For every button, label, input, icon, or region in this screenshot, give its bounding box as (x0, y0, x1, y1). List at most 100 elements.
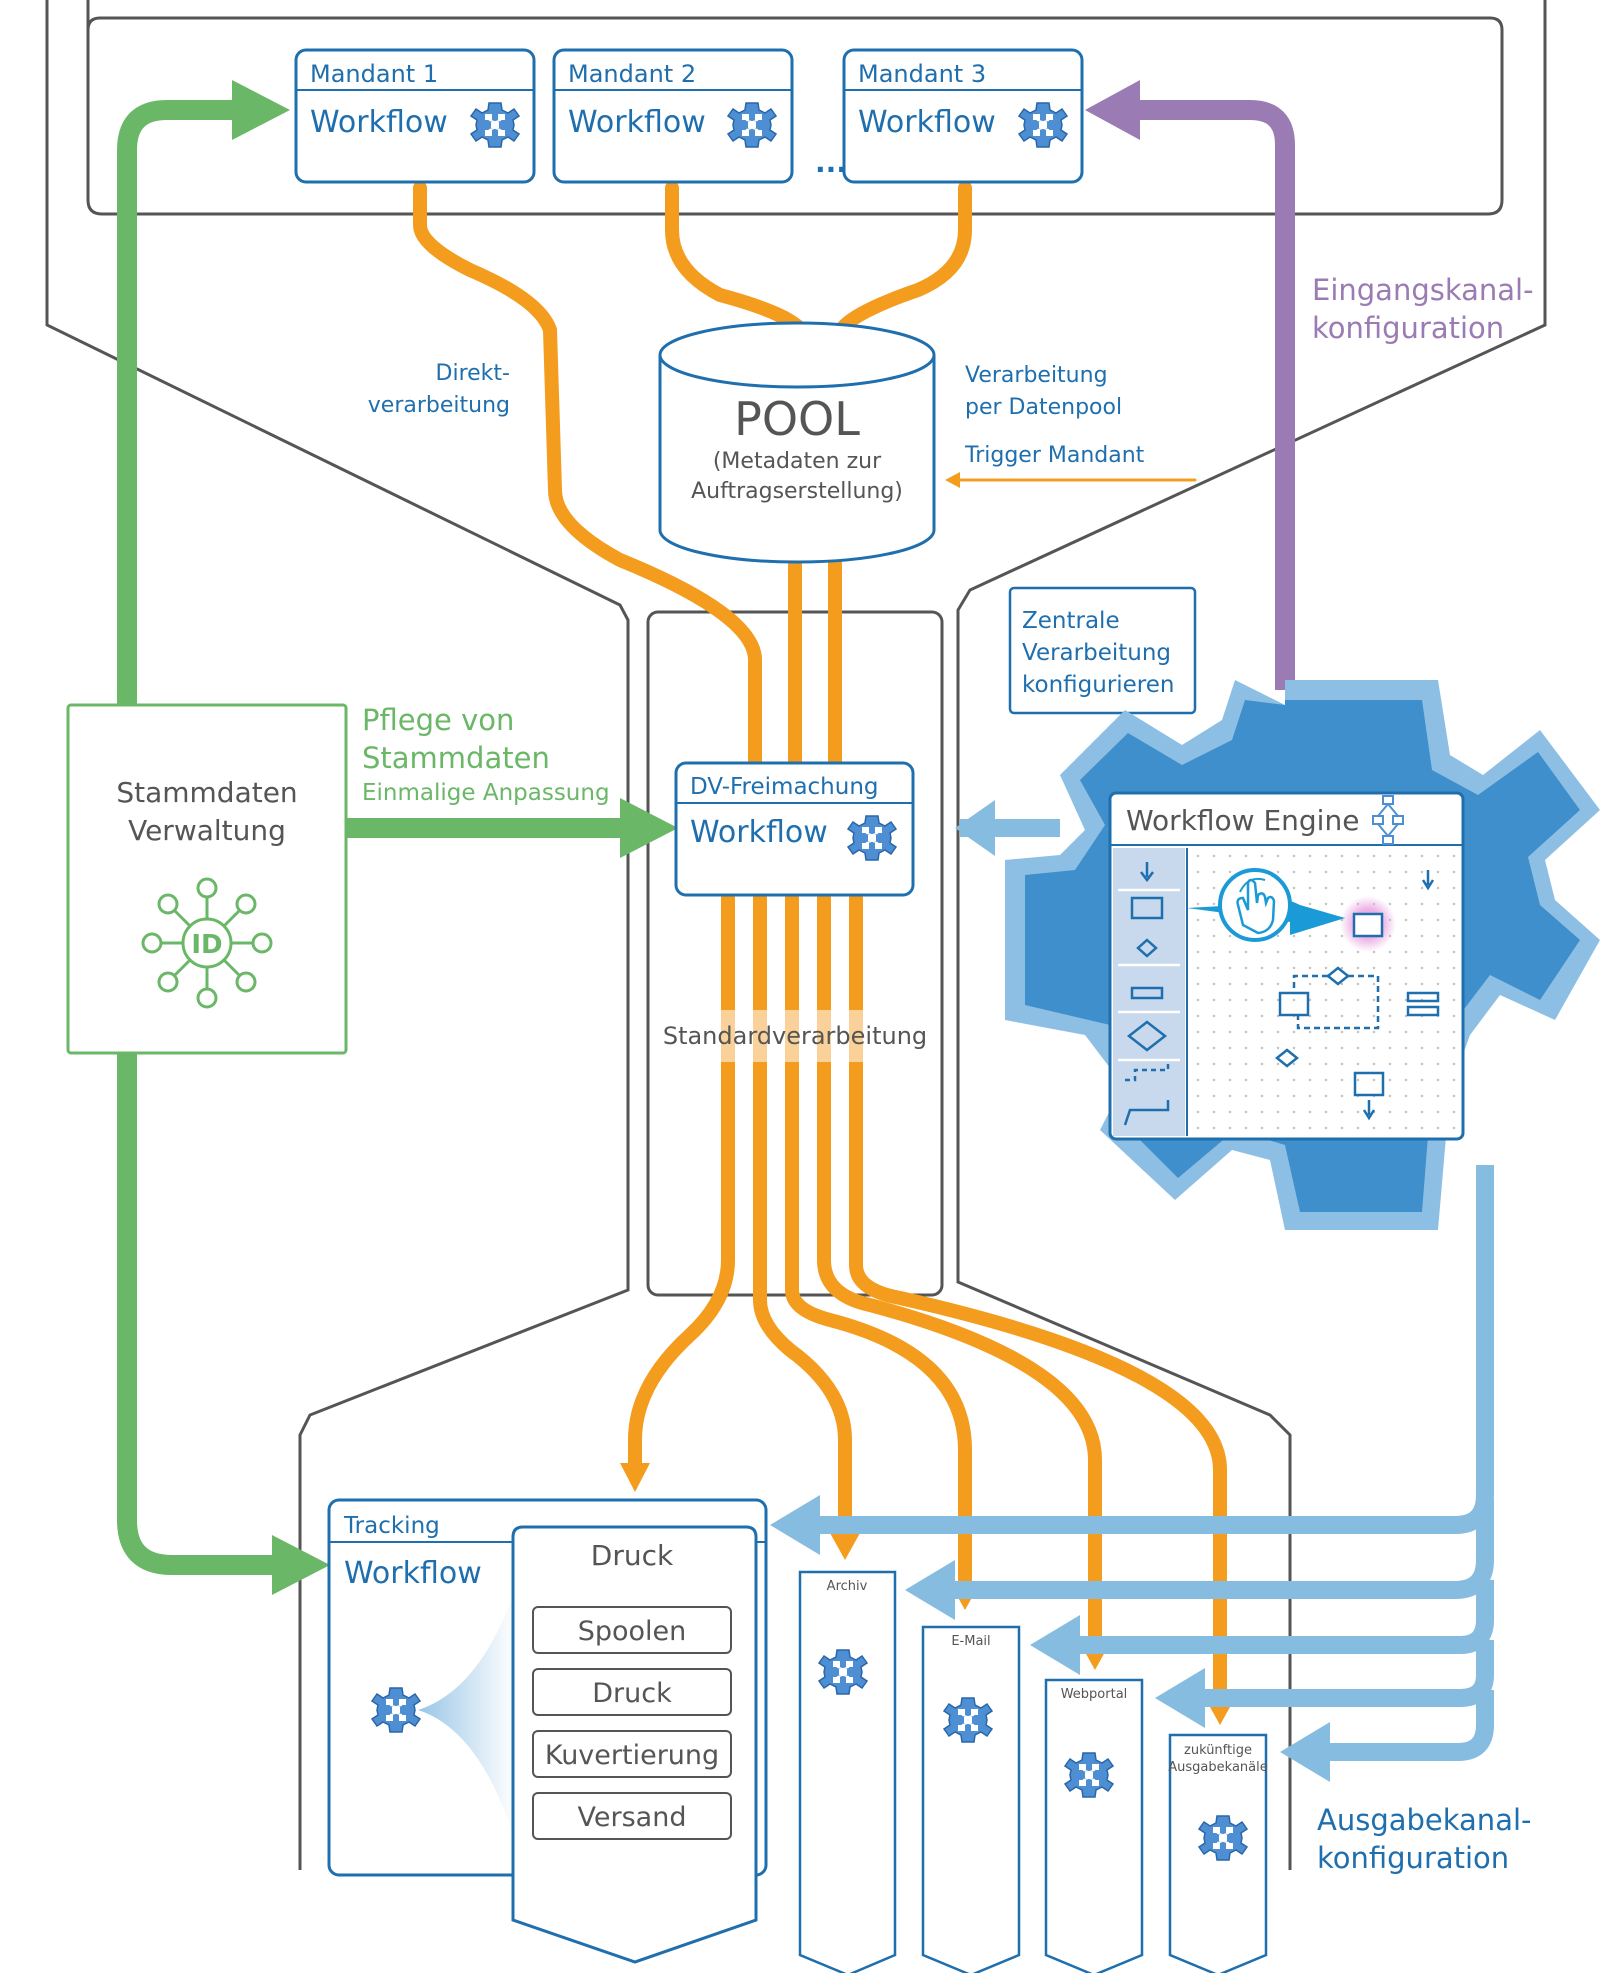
grid-dot (1404, 934, 1408, 938)
grid-dot (1260, 1030, 1264, 1034)
grid-dot (1292, 1062, 1296, 1066)
grid-dot (1420, 870, 1424, 874)
grid-dot (1452, 1030, 1456, 1034)
output-email[interactable]: E-Mail (921, 1625, 1021, 1973)
print-step-spoolen[interactable]: Spoolen (532, 1606, 732, 1654)
print-step-kuvertierung[interactable]: Kuvertierung (532, 1730, 732, 1778)
grid-dot (1452, 1110, 1456, 1114)
grid-dot (1244, 1078, 1248, 1082)
grid-dot (1228, 982, 1232, 986)
grid-dot (1388, 1062, 1392, 1066)
grid-dot (1340, 950, 1344, 954)
grid-dot (1324, 854, 1328, 858)
grid-dot (1372, 1062, 1376, 1066)
purple-arrowhead (1085, 80, 1140, 140)
masterdata-title-line1: Stammdaten (116, 776, 297, 809)
print-box[interactable]: Druck Spoolen Druck Kuvertierung Versand (511, 1525, 758, 1964)
grid-dot (1292, 1126, 1296, 1130)
grid-dot (1260, 1046, 1264, 1050)
print-step-label: Spoolen (578, 1616, 687, 1647)
grid-dot (1196, 966, 1200, 970)
grid-dot (1228, 1062, 1232, 1066)
grid-dot (1420, 966, 1424, 970)
grid-dot (1404, 918, 1408, 922)
pool-database[interactable]: POOL (Metadaten zur Auftragserstellung) (658, 321, 936, 564)
grid-dot (1388, 1126, 1392, 1130)
grid-dot (1372, 982, 1376, 986)
grid-dot (1452, 870, 1456, 874)
dv-workflow-label: Workflow (690, 815, 828, 850)
grid-dot (1436, 1110, 1440, 1114)
lightblue-arrowheads (770, 800, 1330, 1782)
output-webportal[interactable]: Webportal (1044, 1678, 1144, 1973)
tenant-box-3[interactable]: Mandant 3 Workflow (842, 48, 1084, 184)
palette-shapes (1118, 862, 1180, 1126)
grid-dot (1452, 1062, 1456, 1066)
grid-dot (1212, 1030, 1216, 1034)
grid-dot (1228, 870, 1232, 874)
grid-dot (1436, 1094, 1440, 1098)
grid-dot (1228, 1014, 1232, 1018)
grid-dot (1228, 1078, 1232, 1082)
grid-dot (1404, 1094, 1408, 1098)
grid-dot (1260, 854, 1264, 858)
masterdata-care-line1: Pflege von (362, 703, 514, 737)
grid-dot (1404, 1046, 1408, 1050)
grid-dot (1212, 966, 1216, 970)
grid-dot (1404, 886, 1408, 890)
grid-dot (1420, 1094, 1424, 1098)
grid-dot (1196, 870, 1200, 874)
grid-dot (1420, 982, 1424, 986)
output-archive[interactable]: Archiv (798, 1570, 897, 1973)
grid-dot (1452, 902, 1456, 906)
grid-dot (1372, 1014, 1376, 1018)
grid-dot (1340, 1110, 1344, 1114)
grid-dot (1228, 1126, 1232, 1130)
tenant-workflow-label: Workflow (568, 105, 706, 140)
grid-dot (1420, 886, 1424, 890)
workflow-engine-title: Workflow Engine (1126, 804, 1359, 837)
grid-dot (1308, 934, 1312, 938)
tenant-box-1[interactable]: Mandant 1 Workflow (294, 48, 536, 184)
grid-dot (1388, 902, 1392, 906)
direct-processing-label-line1: Direkt- (436, 361, 510, 386)
grid-dot (1244, 998, 1248, 1002)
grid-dot (1308, 998, 1312, 1002)
grid-dot (1276, 1078, 1280, 1082)
grid-dot (1196, 918, 1200, 922)
grid-dot (1276, 1110, 1280, 1114)
grid-dot (1308, 1030, 1312, 1034)
grid-dot (1356, 982, 1360, 986)
print-step-versand[interactable]: Versand (532, 1792, 732, 1840)
grid-dot (1212, 918, 1216, 922)
flowchart-icon (1372, 795, 1404, 845)
grid-dot (1436, 934, 1440, 938)
grid-dot (1228, 1110, 1232, 1114)
grid-dot (1308, 854, 1312, 858)
grid-dot (1340, 1094, 1344, 1098)
masterdata-title-line2: Verwaltung (128, 814, 286, 847)
dv-freimachung-box[interactable]: DV-Freimachung Workflow (674, 761, 915, 897)
central-processing-box[interactable]: Zentrale Verarbeitung konfigurieren (1008, 586, 1197, 715)
grid-dot (1436, 1062, 1440, 1066)
grid-dot (1196, 1046, 1200, 1050)
tenant-box-2[interactable]: Mandant 2 Workflow (552, 48, 794, 184)
engine-palette[interactable] (1113, 848, 1185, 1136)
grid-dot (1452, 966, 1456, 970)
grid-dot (1404, 950, 1408, 954)
grid-dot (1324, 966, 1328, 970)
grid-dot (1212, 886, 1216, 890)
grid-dot (1324, 1030, 1328, 1034)
grid-dot (1324, 934, 1328, 938)
grid-dot (1436, 982, 1440, 986)
grid-dot (1324, 950, 1328, 954)
masterdata-box[interactable]: Stammdaten Verwaltung ID (66, 703, 348, 1055)
grid-dot (1260, 998, 1264, 1002)
output-future-channels[interactable]: zukünftige Ausgabekanäle (1168, 1733, 1268, 1973)
workflow-engine-window[interactable]: Workflow Engine (1108, 791, 1465, 1141)
print-step-druck[interactable]: Druck (532, 1668, 732, 1716)
grid-dot (1420, 854, 1424, 858)
grid-dot (1340, 982, 1344, 986)
grid-dot (1228, 966, 1232, 970)
